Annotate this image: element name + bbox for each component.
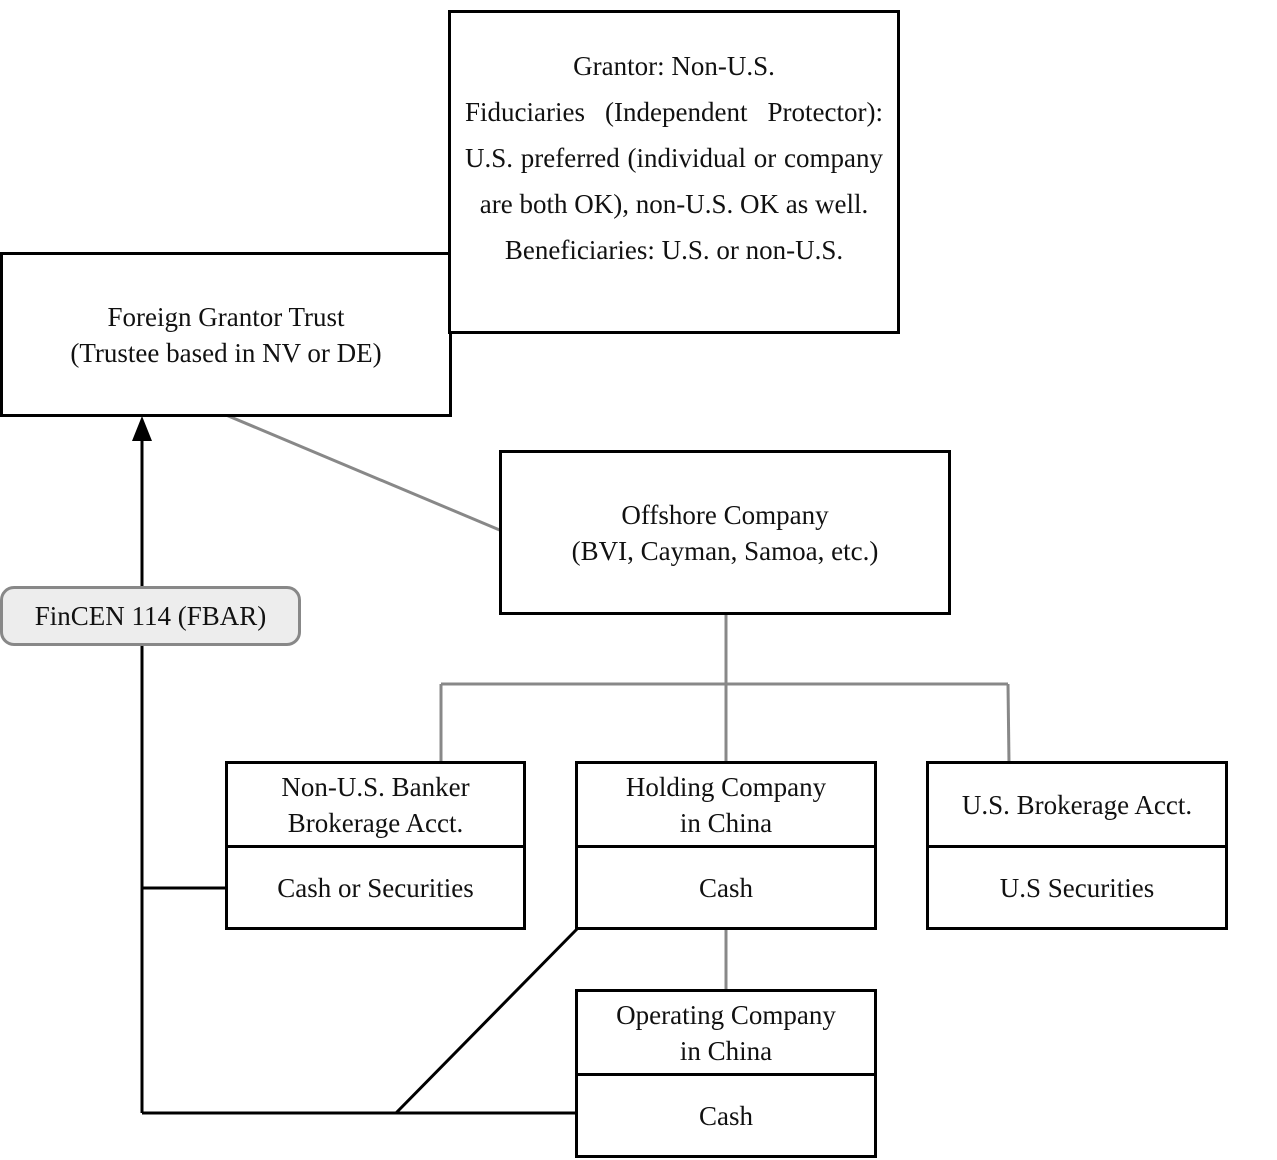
holding-company-box: Holding Company in China Cash <box>575 761 877 930</box>
fbar-badge-label: FinCEN 114 (FBAR) <box>34 600 267 631</box>
beneficiaries-text: Beneficiaries: U.S. or non-U.S. <box>504 235 844 265</box>
fbar-arrowhead <box>132 416 152 441</box>
us-account-holding: U.S Securities <box>929 845 1225 927</box>
trust-title: Foreign Grantor Trust <box>107 301 345 332</box>
trust-parties-box: Grantor: Non-U.S. Fiduciaries (Independe… <box>448 10 900 334</box>
grantor-text: Grantor: Non-U.S. <box>573 51 775 81</box>
operating-company-title: Operating Company in China <box>616 999 836 1066</box>
non-us-account-holding: Cash or Securities <box>228 845 523 927</box>
holding-company-holding: Cash <box>578 845 874 927</box>
holding-company-title: Holding Company in China <box>625 771 827 838</box>
trust-to-offshore-connector <box>225 413 503 533</box>
us-account-box: U.S. Brokerage Acct. U.S Securities <box>926 761 1228 930</box>
offshore-company-box: Offshore Company (BVI, Cayman, Samoa, et… <box>499 450 951 615</box>
fbar-to-holding-company-line <box>394 926 580 1115</box>
non-us-account-box: Non-U.S. Banker Brokerage Acct. Cash or … <box>225 761 526 930</box>
operating-company-box: Operating Company in China Cash <box>575 989 877 1158</box>
foreign-grantor-trust-box: Foreign Grantor Trust (Trustee based in … <box>0 252 452 417</box>
branch-right-connector <box>1006 683 1011 764</box>
offshore-subtitle: (BVI, Cayman, Samoa, etc.) <box>571 535 879 566</box>
non-us-account-title: Non-U.S. Banker Brokerage Acct. <box>281 771 470 838</box>
operating-company-holding: Cash <box>578 1073 874 1155</box>
fbar-badge: FinCEN 114 (FBAR) <box>0 586 301 646</box>
offshore-title: Offshore Company <box>621 499 829 530</box>
trust-subtitle: (Trustee based in NV or DE) <box>70 337 382 368</box>
fiduciaries-text: Fiduciaries (Independent Protector): U.S… <box>465 97 883 219</box>
us-account-title: U.S. Brokerage Acct. <box>961 789 1193 820</box>
